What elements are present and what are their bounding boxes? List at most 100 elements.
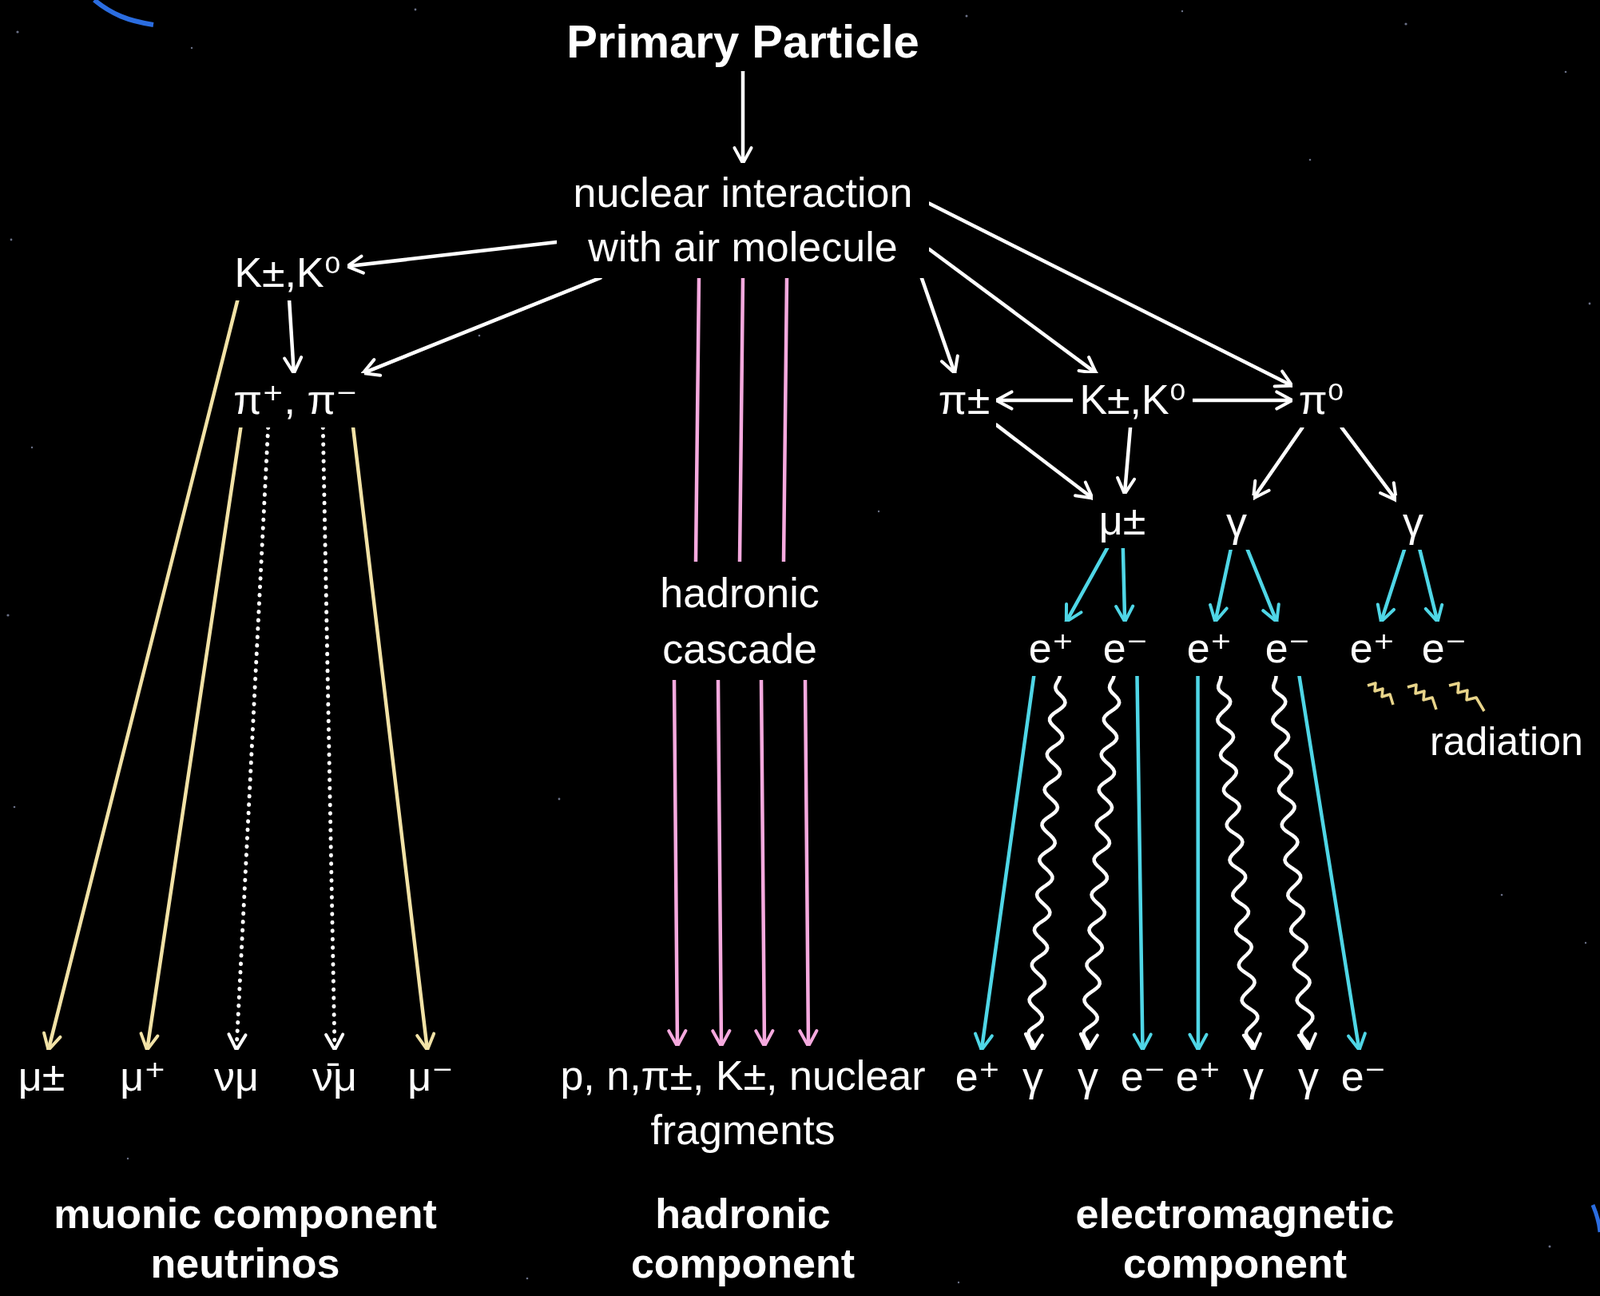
particle-node: e⁻ bbox=[1114, 1049, 1172, 1104]
arrow-shaft bbox=[1192, 398, 1293, 403]
shower-arrow bbox=[284, 300, 302, 374]
star bbox=[877, 510, 880, 513]
node-text: γ bbox=[1242, 1052, 1264, 1101]
node-text: e⁻ bbox=[1265, 624, 1311, 673]
shower-arrow bbox=[1192, 391, 1293, 409]
star bbox=[414, 8, 417, 12]
particle-node: p, n,π±, K±, nuclear fragments bbox=[548, 1045, 937, 1160]
star bbox=[15, 30, 19, 33]
arrow-head bbox=[1298, 1033, 1316, 1050]
arrow-head bbox=[1025, 1033, 1043, 1050]
arrow-shaft bbox=[981, 675, 1035, 1050]
arrow-head bbox=[1243, 1033, 1261, 1050]
node-text: ν̄μ bbox=[312, 1052, 358, 1101]
arrow-head bbox=[1276, 391, 1292, 409]
shower-arrow bbox=[1025, 675, 1066, 1050]
shower-arrow bbox=[1377, 549, 1405, 622]
shower-arrow bbox=[1066, 547, 1108, 622]
node-text: e⁻ bbox=[1103, 624, 1148, 673]
arrow-head bbox=[1348, 1032, 1366, 1050]
arrow-head bbox=[325, 1034, 343, 1051]
particle-node: K±,K⁰ bbox=[227, 246, 347, 301]
radiation-squiggle bbox=[1367, 682, 1394, 705]
component-label: hadronic component bbox=[619, 1188, 867, 1289]
node-text: e⁻ bbox=[1120, 1052, 1166, 1101]
node-text: π± bbox=[938, 376, 990, 425]
particle-node: e⁻ bbox=[1258, 621, 1317, 676]
arrow-head bbox=[1115, 606, 1133, 623]
node-text: e⁺ bbox=[1349, 624, 1395, 673]
shower-arrow bbox=[996, 424, 1093, 499]
shower-arrow bbox=[1115, 547, 1133, 622]
arrow-head bbox=[734, 147, 751, 163]
shower-arrow bbox=[1117, 427, 1135, 494]
slide-accent bbox=[94, 0, 154, 25]
star bbox=[6, 613, 9, 616]
arrow-head bbox=[1117, 477, 1135, 494]
arrow-shaft bbox=[362, 277, 600, 374]
shower-arrow bbox=[929, 203, 1293, 387]
arrow-head bbox=[1210, 604, 1227, 622]
arrow-shaft bbox=[146, 427, 241, 1050]
node-text: e⁺ bbox=[955, 1052, 1001, 1101]
shower-arrow bbox=[1080, 675, 1120, 1050]
shower-arrow bbox=[322, 427, 343, 1050]
particle-node: γ bbox=[1219, 495, 1254, 550]
particle-node: e⁻ bbox=[1415, 621, 1473, 676]
arrow-shaft bbox=[48, 300, 239, 1050]
particle-node: γ bbox=[1071, 1049, 1105, 1104]
arrow-shaft bbox=[921, 277, 956, 374]
star bbox=[1309, 158, 1312, 162]
shower-arrow bbox=[347, 242, 557, 274]
particle-node: e⁺ bbox=[1343, 621, 1402, 676]
node-text: νμ bbox=[214, 1052, 259, 1101]
node-text: γ bbox=[1077, 1052, 1099, 1101]
arrow-shaft bbox=[322, 427, 335, 1050]
arrow-shaft bbox=[929, 249, 1096, 374]
arrow-shaft bbox=[1066, 547, 1108, 622]
shower-arrow bbox=[695, 277, 787, 562]
arrow-shaft bbox=[1217, 675, 1258, 1050]
arrow-shaft bbox=[347, 242, 557, 267]
arrow-head bbox=[941, 355, 958, 374]
node-text: K±,K⁰ bbox=[234, 249, 341, 298]
node-text: e⁻ bbox=[1341, 1052, 1386, 1101]
radiation-label: radiation bbox=[1429, 717, 1584, 766]
node-text: nuclear interaction with air molecule bbox=[563, 166, 923, 274]
node-text: K±,K⁰ bbox=[1079, 376, 1186, 425]
arrow-head bbox=[1134, 1034, 1152, 1050]
shower-arrow bbox=[228, 427, 268, 1050]
arrow-head bbox=[284, 357, 302, 374]
node-text: e⁻ bbox=[1421, 624, 1467, 673]
node-text: e⁺ bbox=[1187, 624, 1232, 673]
arrow-shaft bbox=[1123, 547, 1125, 622]
star bbox=[558, 798, 561, 801]
star bbox=[1588, 302, 1592, 306]
particle-node: γ bbox=[1016, 1049, 1050, 1104]
node-text: μ⁺ bbox=[119, 1052, 166, 1101]
radiation-squiggle bbox=[1449, 682, 1485, 711]
arrow-head bbox=[1274, 371, 1293, 387]
particle-node: μ⁺ bbox=[113, 1049, 172, 1104]
particle-node: e⁺ bbox=[1022, 621, 1080, 676]
node-text: e⁺ bbox=[1175, 1052, 1221, 1101]
particle-node: γ bbox=[1291, 1049, 1326, 1104]
arrow-head bbox=[1079, 357, 1097, 374]
shower-arrow bbox=[1253, 427, 1303, 499]
arrow-head bbox=[228, 1033, 246, 1050]
star bbox=[10, 238, 13, 242]
arrow-head bbox=[1262, 603, 1279, 622]
particle-node: e⁻ bbox=[1096, 621, 1155, 676]
arrow-head bbox=[1189, 1034, 1207, 1050]
shower-arrow bbox=[1217, 675, 1261, 1050]
arrow-head bbox=[362, 359, 381, 376]
particle-node: π± bbox=[932, 373, 997, 428]
arrow-shaft bbox=[353, 427, 428, 1050]
particle-node: e⁺ bbox=[948, 1049, 1007, 1104]
node-text: hadronic cascade bbox=[647, 564, 832, 677]
shower-arrow bbox=[734, 71, 751, 163]
arrow-shaft bbox=[996, 424, 1093, 499]
particle-node: μ± bbox=[1092, 493, 1153, 548]
shower-arrow bbox=[43, 300, 238, 1050]
shower-arrow bbox=[929, 249, 1096, 374]
